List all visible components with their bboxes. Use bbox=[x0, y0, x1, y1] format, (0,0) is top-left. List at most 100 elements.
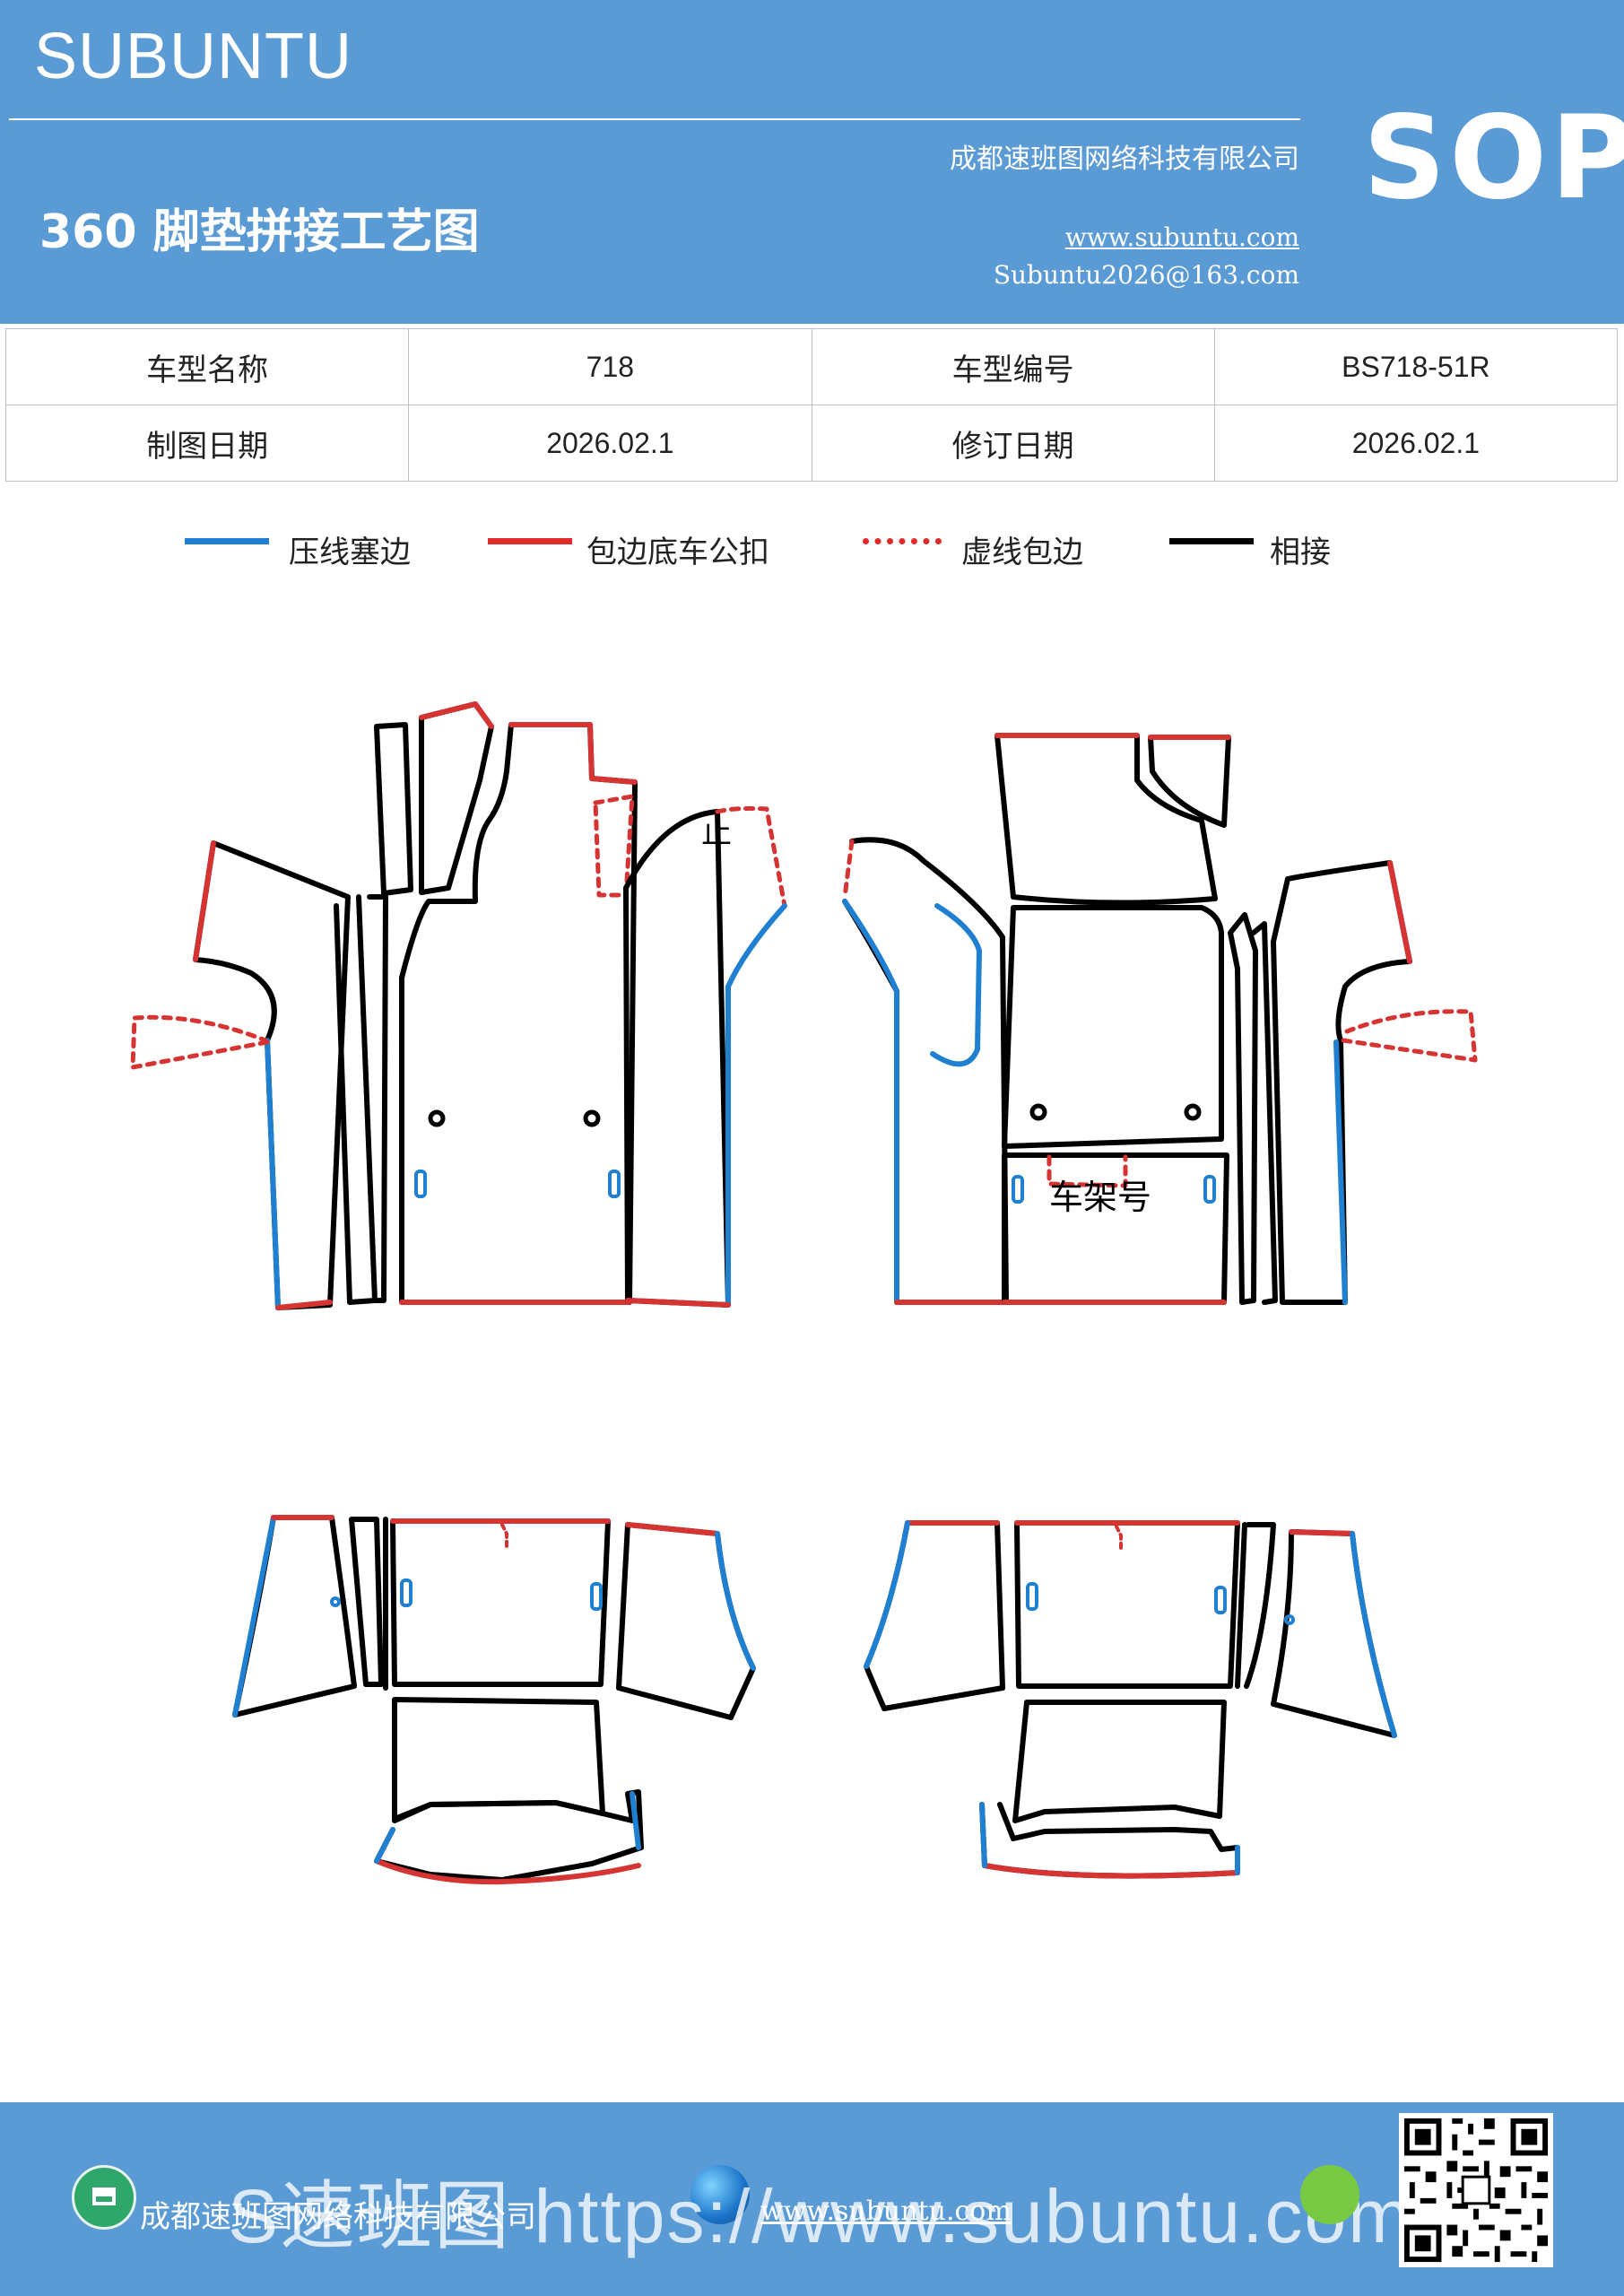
mat-panel-driver-center bbox=[399, 722, 638, 1305]
footer-company-name: 成都速班图网络科技有限公司 bbox=[140, 2199, 536, 2235]
edge-press-blue-inner bbox=[930, 903, 982, 1067]
table-row: 制图日期 2026.02.1 修订日期 2026.02.1 bbox=[4, 404, 1619, 482]
footer-website-link[interactable]: www.subuntu.com bbox=[760, 2196, 1012, 2227]
snap-hole bbox=[428, 1109, 446, 1127]
edge-binding-red bbox=[374, 1858, 641, 1885]
clip-slot bbox=[608, 1170, 621, 1198]
legend-label: 相接 bbox=[1270, 535, 1331, 570]
edge-dotted-binding bbox=[593, 794, 635, 898]
brand-logo-text: SUBUNTU bbox=[34, 21, 353, 92]
mat-set-lower-right bbox=[864, 1520, 1397, 1879]
clip-dot bbox=[1284, 1614, 1295, 1625]
label-drawing-date: 制图日期 bbox=[4, 404, 410, 482]
mat-strip-2 bbox=[367, 894, 388, 1303]
mat-strip-rear-4 bbox=[1244, 1522, 1276, 1689]
value-drawing-date: 2026.02.1 bbox=[408, 404, 812, 482]
mat-strip-4 bbox=[1251, 921, 1278, 1305]
legend-label: 压线塞边 bbox=[289, 535, 411, 570]
mat-panel-right-wing bbox=[1271, 860, 1412, 1305]
edge-press-blue bbox=[715, 1531, 756, 1671]
mat-panel-rear-right-wing-2 bbox=[1271, 1529, 1397, 1738]
company-website-link[interactable]: www.subuntu.com bbox=[1064, 222, 1299, 252]
legend-swatch-red-dotted bbox=[863, 538, 942, 544]
snap-hole bbox=[1184, 1103, 1202, 1121]
edge-binding-red bbox=[982, 1863, 1240, 1879]
clip-dot bbox=[330, 1596, 341, 1607]
edge-dotted-binding bbox=[715, 805, 787, 909]
legend-label: 包边底车公扣 bbox=[586, 535, 769, 570]
mat-strip-rear-3 bbox=[1235, 1522, 1247, 1689]
edge-dotted-binding bbox=[1115, 1525, 1123, 1552]
edge-press-blue bbox=[725, 903, 787, 1308]
mat-panel-passenger-center bbox=[1002, 905, 1224, 1149]
edge-binding-red bbox=[625, 1298, 731, 1308]
edge-binding-red bbox=[1387, 860, 1412, 964]
building-icon bbox=[72, 2165, 136, 2230]
edge-press-blue bbox=[374, 1827, 395, 1864]
edge-press-blue bbox=[630, 1791, 641, 1850]
label-revision-date: 修订日期 bbox=[811, 404, 1215, 482]
mat-strip-upper bbox=[374, 722, 413, 896]
edge-press-blue bbox=[864, 1520, 910, 1669]
mat-strip-rear-1 bbox=[349, 1517, 384, 1687]
edge-press-blue bbox=[1350, 1531, 1397, 1738]
mat-wedge-upper bbox=[419, 701, 494, 895]
mat-panel-top-rear bbox=[994, 733, 1218, 906]
edge-binding-red bbox=[275, 1300, 333, 1310]
mat-panel-side-strip bbox=[623, 809, 731, 1308]
edge-binding-red bbox=[508, 722, 638, 785]
mat-panel-rear-center-2 bbox=[1014, 1520, 1240, 1689]
mat-set-lower-left bbox=[232, 1515, 756, 1885]
label-model-name: 车型名称 bbox=[4, 328, 410, 405]
mat-strip-3 bbox=[1228, 912, 1258, 1305]
company-email: Subuntu2026@163.com bbox=[993, 260, 1299, 290]
edge-press-blue bbox=[1333, 1039, 1348, 1305]
edge-press-blue bbox=[232, 1515, 276, 1718]
label-model-code: 车型编号 bbox=[811, 328, 1215, 405]
edge-dotted-binding bbox=[1341, 1009, 1478, 1063]
clip-slot bbox=[1214, 1586, 1227, 1614]
company-name: 成都速班图网络科技有限公司 bbox=[950, 144, 1299, 175]
sop-badge: SOP bbox=[1363, 91, 1624, 225]
document-title: 360 脚垫拼接工艺图 bbox=[39, 205, 480, 259]
mat-panel-passenger-side bbox=[842, 837, 1009, 1305]
edge-dotted-binding bbox=[500, 1523, 508, 1549]
edge-dotted-binding bbox=[1046, 1154, 1128, 1188]
value-model-code: BS718-51R bbox=[1213, 328, 1619, 405]
mat-set-upper-left: 止 bbox=[130, 701, 787, 1310]
mat-panel-rear-center bbox=[390, 1518, 611, 1687]
mat-panel-trunk-edge-2 bbox=[979, 1802, 1240, 1879]
header-divider bbox=[9, 118, 1300, 120]
edge-press-blue bbox=[979, 1802, 987, 1868]
footer-watermark-banner: S速班图 https://www.subuntu.com bbox=[228, 2174, 1413, 2258]
mat-strip-1 bbox=[334, 894, 378, 1305]
wechat-icon[interactable] bbox=[1300, 2165, 1359, 2224]
mat-set-upper-right: 车架号 bbox=[842, 733, 1478, 1305]
legend-swatch-blue-solid bbox=[185, 538, 269, 544]
legend-swatch-black-solid bbox=[1169, 538, 1254, 544]
snap-hole bbox=[583, 1109, 601, 1127]
edge-binding-red bbox=[193, 840, 216, 962]
clip-slot bbox=[590, 1582, 603, 1611]
label-stop: 止 bbox=[701, 815, 732, 851]
edge-dotted-binding bbox=[130, 1014, 270, 1070]
clip-slot bbox=[400, 1578, 413, 1607]
mat-panel-top-corner bbox=[1148, 735, 1231, 828]
clip-slot bbox=[1026, 1582, 1038, 1611]
clip-slot bbox=[1012, 1175, 1024, 1204]
clip-slot bbox=[414, 1170, 427, 1198]
mat-panel-trunk-step-2 bbox=[1012, 1700, 1227, 1823]
table-row: 车型名称 718 车型编号 BS718-51R bbox=[4, 328, 1619, 405]
value-revision-date: 2026.02.1 bbox=[1213, 404, 1619, 482]
footer-banner: 成都速班图网络科技有限公司 www.subuntu.com S速班图 https… bbox=[0, 2102, 1624, 2296]
edge-binding-red bbox=[1289, 1529, 1355, 1536]
snap-hole bbox=[1029, 1103, 1047, 1121]
mat-panel-left-wing bbox=[193, 840, 351, 1310]
value-model-name: 718 bbox=[408, 328, 812, 405]
edge-press-blue bbox=[842, 899, 899, 1305]
edge-dotted-binding bbox=[842, 839, 855, 900]
edge-press-blue bbox=[265, 1038, 281, 1310]
legend-label: 虚线包边 bbox=[961, 535, 1083, 570]
vehicle-info-table: 车型名称 718 车型编号 BS718-51R 制图日期 2026.02.1 修… bbox=[4, 328, 1619, 482]
